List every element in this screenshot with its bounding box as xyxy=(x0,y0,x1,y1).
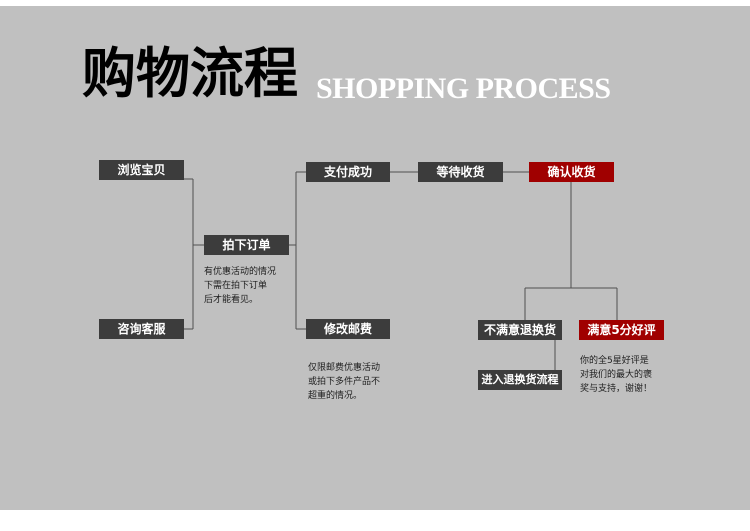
step-place-order: 拍下订单 xyxy=(204,235,289,255)
note-order-discount: 有优惠活动的情况 下需在拍下订单 后才能看见。 xyxy=(204,267,277,305)
diagram-background xyxy=(0,6,750,510)
step-consult-service: 咨询客服 xyxy=(99,319,184,339)
note-rating-thanks: 你的全5星好评是 对我们的最大的褒 奖与支持，谢谢！ xyxy=(580,356,653,394)
title-english: SHOPPING PROCESS xyxy=(316,72,611,105)
step-await-receipt: 等待收货 xyxy=(418,162,503,182)
step-confirm-receipt: 确认收货 xyxy=(529,162,614,182)
step-payment-success: 支付成功 xyxy=(306,162,390,182)
step-satisfied-rating: 满意5分好评 xyxy=(579,320,664,340)
note-postage-discount: 仅限邮费优惠活动 或拍下多件产品不 超重的情况。 xyxy=(308,363,381,401)
step-browse-items: 浏览宝贝 xyxy=(99,160,184,180)
title-chinese: 购物流程 xyxy=(82,42,298,105)
step-modify-postage: 修改邮费 xyxy=(306,319,390,339)
step-return-process: 进入退换货流程 xyxy=(478,370,562,390)
step-unsatisfied-return: 不满意退换货 xyxy=(478,320,562,340)
